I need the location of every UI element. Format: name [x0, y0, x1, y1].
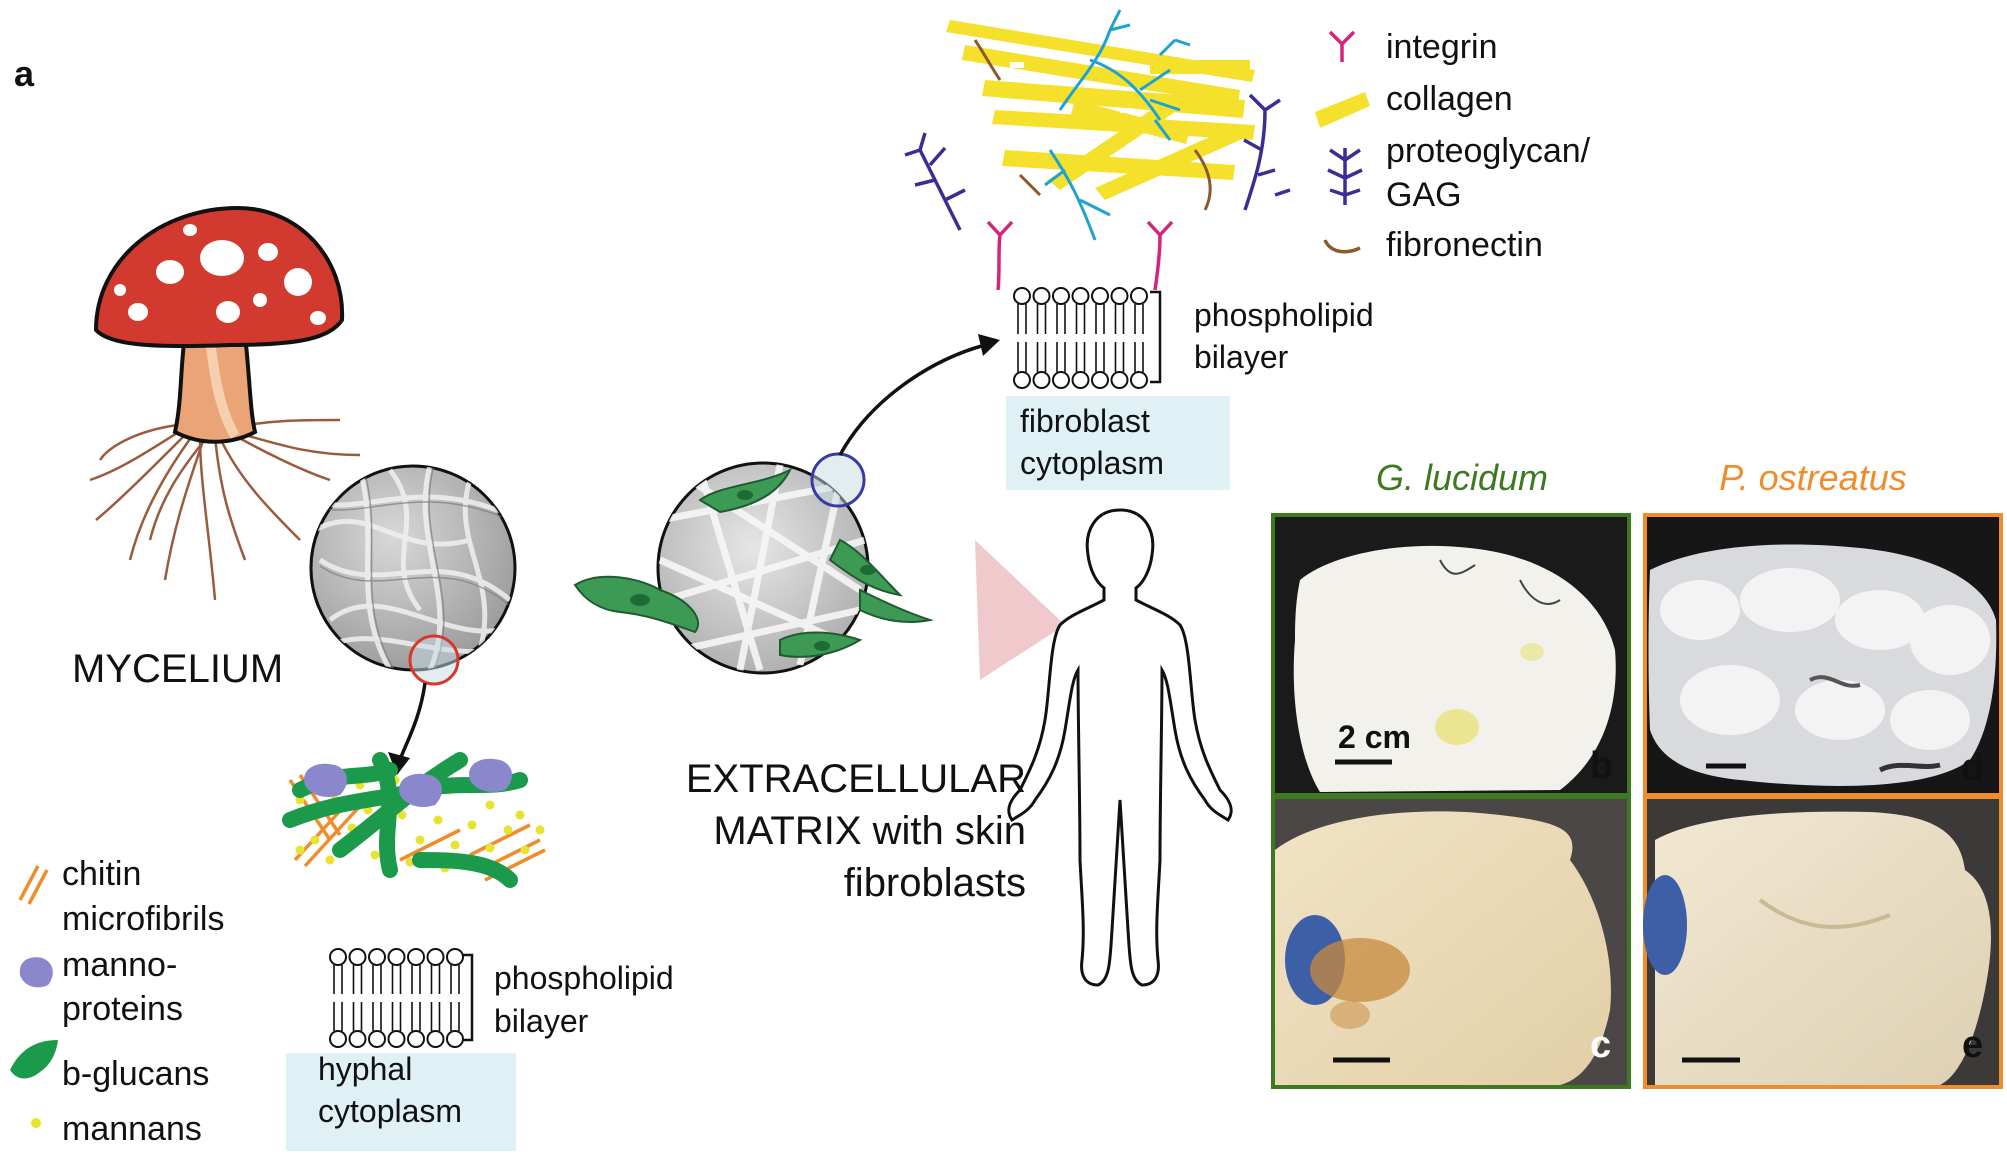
fibroblast-bilayer: [1013, 287, 1148, 389]
hyphal-wall-detail: phospholipid bilayer hyphal cytoplasm: [282, 752, 674, 1151]
proteoglycans: [904, 93, 1291, 231]
ecm-label-2: MATRIX with skin: [713, 809, 1026, 853]
legend-mannans-label: mannans: [62, 1110, 202, 1148]
panel-letter-c: c: [1590, 1024, 1611, 1066]
photo-panel-c: c: [1271, 795, 1631, 1089]
legend-fibronectin-icon: [1323, 239, 1361, 254]
integrins: [986, 220, 1174, 291]
photo-panels: G. lucidum P. ostreatus 2 cm b c: [1271, 457, 2003, 1089]
mycelium-label: MYCELIUM: [72, 647, 283, 691]
arrow-to-ecm-detail: [838, 343, 986, 456]
human-outline: [1007, 508, 1233, 987]
legend-chitin-label-2: microfibrils: [62, 900, 224, 938]
fibroblast-cytoplasm-box: [1006, 396, 1230, 490]
species-label-p-ostreatus: P. ostreatus: [1719, 457, 1906, 498]
fibronectin-strands: [973, 39, 1212, 211]
legend-proteoglycan-label-2: GAG: [1386, 176, 1462, 214]
arrow-to-hyphal-wall: [398, 682, 427, 761]
projection-cone: [975, 540, 1065, 680]
hyphal-bilayer-label-2: bilayer: [494, 1003, 589, 1039]
legend-mannans-icon: [31, 1118, 41, 1128]
legend-mannoproteins-icon: [19, 957, 53, 988]
ecm-label-3: fibroblasts: [844, 861, 1026, 905]
ecm-circle: [656, 452, 934, 675]
photo-panel-b: 2 cm b: [1271, 513, 1631, 797]
legend-chitin-icon: [18, 865, 49, 905]
ecm-legend: integrin collagen proteoglycan/ GAG fibr…: [1315, 28, 1591, 264]
photo-panel-d: d: [1643, 513, 2003, 797]
hyphal-cytoplasm-label-2: cytoplasm: [318, 1093, 462, 1129]
collagen-gaps: [1010, 62, 1132, 113]
fibroblast-cytoplasm-label-2: cytoplasm: [1020, 445, 1164, 481]
fibroblast-zoom-circle: [810, 452, 866, 508]
hypha-zoom-circle: [408, 634, 460, 686]
fibroblast-bilayer-label-1: phospholipid: [1194, 297, 1374, 333]
ecm-label-1: EXTRACELLULAR: [686, 757, 1026, 801]
ecm-molecular-detail: phospholipid bilayer fibroblast cytoplas…: [904, 9, 1374, 490]
wall-legend: chitin microfibrils manno- proteins b-gl…: [10, 855, 224, 1148]
bridging-fibroblast: [573, 575, 700, 634]
panel-letter-d: d: [1961, 747, 1984, 789]
mycelium-circle: [309, 464, 517, 686]
panel-letter-e: e: [1962, 1024, 1983, 1066]
legend-b-glucans-icon: [10, 1040, 58, 1079]
legend-proteoglycan-icon: [1327, 148, 1363, 205]
legend-proteoglycan-label-1: proteoglycan/: [1386, 132, 1591, 170]
legend-collagen-label: collagen: [1386, 80, 1513, 118]
fibroblast-cytoplasm-label-1: fibroblast: [1020, 403, 1150, 439]
mushroom-cap: [93, 205, 345, 349]
hyphal-bilayer-label-1: phospholipid: [494, 960, 674, 996]
panel-letter-b: b: [1590, 745, 1613, 787]
mushroom-illustration: [89, 205, 361, 601]
legend-chitin-label-1: chitin: [62, 855, 141, 893]
hyphal-cytoplasm-box: [286, 1053, 516, 1151]
photo-panel-e: e: [1643, 795, 2003, 1089]
legend-collagen-icon: [1315, 92, 1370, 128]
legend-mannoproteins-label-2: proteins: [62, 990, 183, 1028]
scale-bar-label-b: 2 cm: [1338, 719, 1411, 755]
mannoproteins: [304, 758, 512, 807]
legend-integrin-label: integrin: [1386, 28, 1498, 66]
hyphal-cytoplasm-label-1: hyphal: [318, 1051, 412, 1087]
gag-chains: [1044, 9, 1191, 241]
species-label-g-lucidum: G. lucidum: [1376, 457, 1548, 498]
fibroblast-bilayer-label-2: bilayer: [1194, 339, 1289, 375]
legend-fibronectin-label: fibronectin: [1386, 226, 1543, 264]
legend-mannoproteins-label-1: manno-: [62, 946, 177, 984]
cap-spots: [114, 224, 326, 325]
panel-label: a: [14, 53, 35, 94]
hyphal-bilayer: [329, 948, 464, 1048]
legend-integrin-icon: [1328, 30, 1356, 62]
legend-b-glucans-label: b-glucans: [62, 1055, 209, 1093]
